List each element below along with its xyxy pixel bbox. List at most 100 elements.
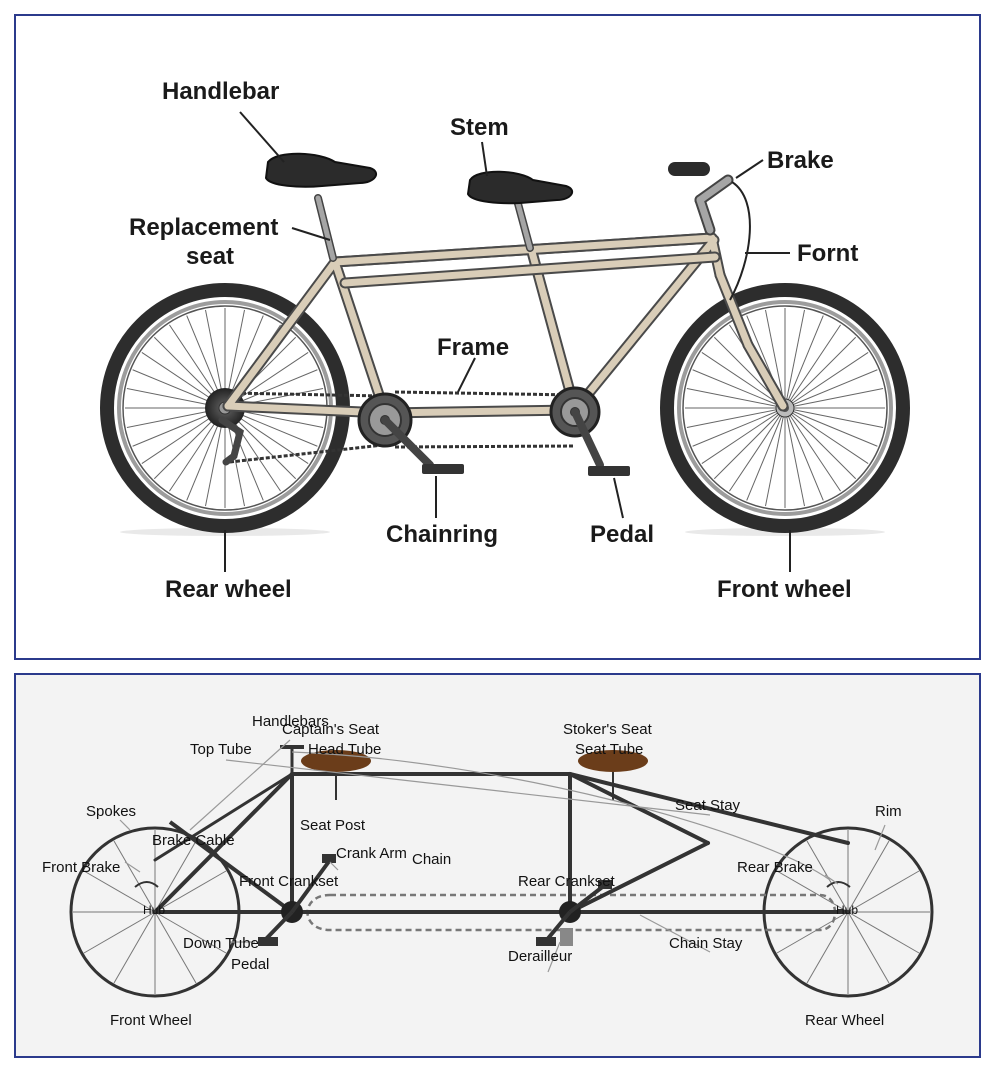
front-wheel-spoke bbox=[784, 407, 805, 507]
leader-lines bbox=[224, 111, 791, 572]
s-label-front-wheel: Front Wheel bbox=[110, 1012, 192, 1029]
front-wheel-spoke bbox=[746, 407, 786, 501]
front-wheel-spoke bbox=[701, 352, 786, 409]
frame bbox=[222, 174, 789, 419]
schematic-front-pedal-top bbox=[322, 854, 336, 863]
s-label-brake-cable: Brake Cable bbox=[152, 832, 235, 849]
front-wheel-spoke bbox=[784, 407, 878, 447]
front-wheel-spoke bbox=[784, 407, 841, 492]
label-replacement-seat-line1: Replacement bbox=[129, 214, 278, 241]
schematic-leaders bbox=[119, 739, 886, 973]
rear-saddle bbox=[466, 170, 574, 205]
label-brake: Brake bbox=[767, 147, 834, 174]
label-chainring: Chainring bbox=[386, 521, 498, 548]
schematic-rear-spoke bbox=[847, 911, 890, 984]
schematic-front-spoke bbox=[113, 911, 156, 984]
front-wheel-spoke bbox=[784, 388, 884, 409]
schematic-rear-spoke bbox=[847, 870, 920, 913]
schematic-front-spoke bbox=[83, 870, 156, 913]
schematic-derailleur bbox=[560, 928, 573, 946]
schematic-front-spoke bbox=[154, 870, 227, 913]
schematic-down-tube bbox=[168, 820, 294, 914]
s-label-rear-crankset: Rear Crankset bbox=[518, 873, 616, 890]
label-rear-wheel: Rear wheel bbox=[165, 576, 292, 603]
schematic-stokers-seat bbox=[578, 750, 648, 772]
front-saddle bbox=[264, 152, 378, 188]
s-label-chain: Chain bbox=[412, 851, 451, 868]
schematic-front-crank-arm bbox=[290, 858, 332, 914]
front-wheel-spoke bbox=[784, 352, 869, 409]
schematic-rear-spoke bbox=[776, 911, 849, 954]
schematic-rear-pedal-top bbox=[598, 880, 612, 889]
brake-cable bbox=[729, 181, 751, 301]
front-chainring bbox=[357, 392, 464, 474]
schematic-rear-spoke bbox=[806, 911, 849, 984]
s-label-captains-seat: Captain's Seat bbox=[282, 721, 380, 738]
schematic-front-spoke bbox=[113, 840, 156, 913]
front-wheel-spoke bbox=[784, 336, 857, 409]
label-pedal: Pedal bbox=[590, 521, 654, 548]
top-illustration: Handlebar Stem Brake Replacement seat Fo… bbox=[100, 78, 910, 603]
schematic-rear-spoke bbox=[776, 870, 849, 913]
s-label-seat-stay: Seat Stay bbox=[675, 797, 741, 814]
s-label-handlebars: Handlebars bbox=[252, 713, 329, 730]
chain bbox=[229, 390, 576, 464]
s-label-rim: Rim bbox=[875, 803, 902, 820]
label-handlebar: Handlebar bbox=[162, 78, 279, 105]
schematic-chain bbox=[306, 893, 837, 932]
front-wheel-spoke bbox=[784, 324, 841, 409]
s-label-front-brake: Front Brake bbox=[42, 859, 120, 876]
label-frame: Frame bbox=[437, 334, 509, 361]
front-wheel-spoke bbox=[784, 309, 805, 409]
schematic-frame bbox=[153, 772, 850, 914]
label-stem: Stem bbox=[450, 114, 509, 141]
label-front-wheel: Front wheel bbox=[717, 576, 852, 603]
bottom-schematic: Handlebars Captain's Seat Head Tube Top … bbox=[42, 713, 934, 1029]
schematic-rear-brake bbox=[826, 881, 851, 888]
front-wheel-spoke bbox=[692, 369, 786, 409]
schematic-rear-pedal bbox=[536, 937, 556, 946]
s-label-top-tube: Top Tube bbox=[190, 741, 252, 758]
label-replacement-seat-line2: seat bbox=[186, 243, 234, 270]
s-label-down-tube: Down Tube bbox=[183, 935, 259, 952]
s-label-seat-tube: Seat Tube bbox=[575, 741, 643, 758]
front-wheel-spoke bbox=[765, 407, 786, 507]
s-label-spokes: Spokes bbox=[86, 803, 136, 820]
label-fornt: Fornt bbox=[797, 240, 858, 267]
schematic-front-pedal bbox=[258, 937, 278, 946]
front-wheel-spoke bbox=[784, 407, 869, 464]
s-label-derailleur: Derailleur bbox=[508, 948, 572, 965]
schematic-rear-crank-arm bbox=[568, 883, 607, 914]
schematic-front-spoke bbox=[83, 911, 156, 954]
front-wheel-spoke bbox=[729, 407, 786, 492]
derailleur bbox=[218, 416, 244, 466]
s-label-head-tube: Head Tube bbox=[308, 741, 381, 758]
front-wheel-spoke bbox=[686, 407, 786, 428]
rear-chainring bbox=[549, 386, 630, 476]
s-label-seat-post: Seat Post bbox=[300, 817, 366, 834]
schematic-rear-spoke bbox=[847, 840, 890, 913]
s-label-hub-rear: Hub bbox=[836, 903, 858, 917]
s-label-crank-arm: Crank Arm bbox=[336, 845, 407, 862]
front-wheel-spoke bbox=[701, 407, 786, 464]
s-label-pedal: Pedal bbox=[231, 956, 269, 973]
schematic-front-spoke bbox=[154, 840, 197, 913]
schematic-front-brake bbox=[134, 881, 159, 888]
s-label-hub-front: Hub bbox=[143, 903, 165, 917]
front-wheel-spoke bbox=[713, 407, 786, 480]
schematic-front-spoke bbox=[154, 911, 197, 984]
front-wheel-spoke bbox=[692, 407, 786, 447]
schematic-rear-spoke bbox=[847, 911, 920, 954]
s-label-chain-stay: Chain Stay bbox=[669, 935, 743, 952]
front-wheel-spoke bbox=[784, 315, 824, 409]
s-label-stokers-seat: Stoker's Seat bbox=[563, 721, 653, 738]
handlebar-grip bbox=[668, 162, 710, 176]
schematic-front-crank-arm-2 bbox=[263, 910, 294, 942]
front-wheel-spoke bbox=[686, 388, 786, 409]
front-wheel-spoke bbox=[784, 407, 884, 428]
front-wheel-spoke bbox=[784, 407, 824, 501]
schematic-front-spoke bbox=[154, 911, 227, 954]
front-wheel-spoke bbox=[784, 369, 878, 409]
front-wheel-spoke bbox=[765, 309, 786, 409]
